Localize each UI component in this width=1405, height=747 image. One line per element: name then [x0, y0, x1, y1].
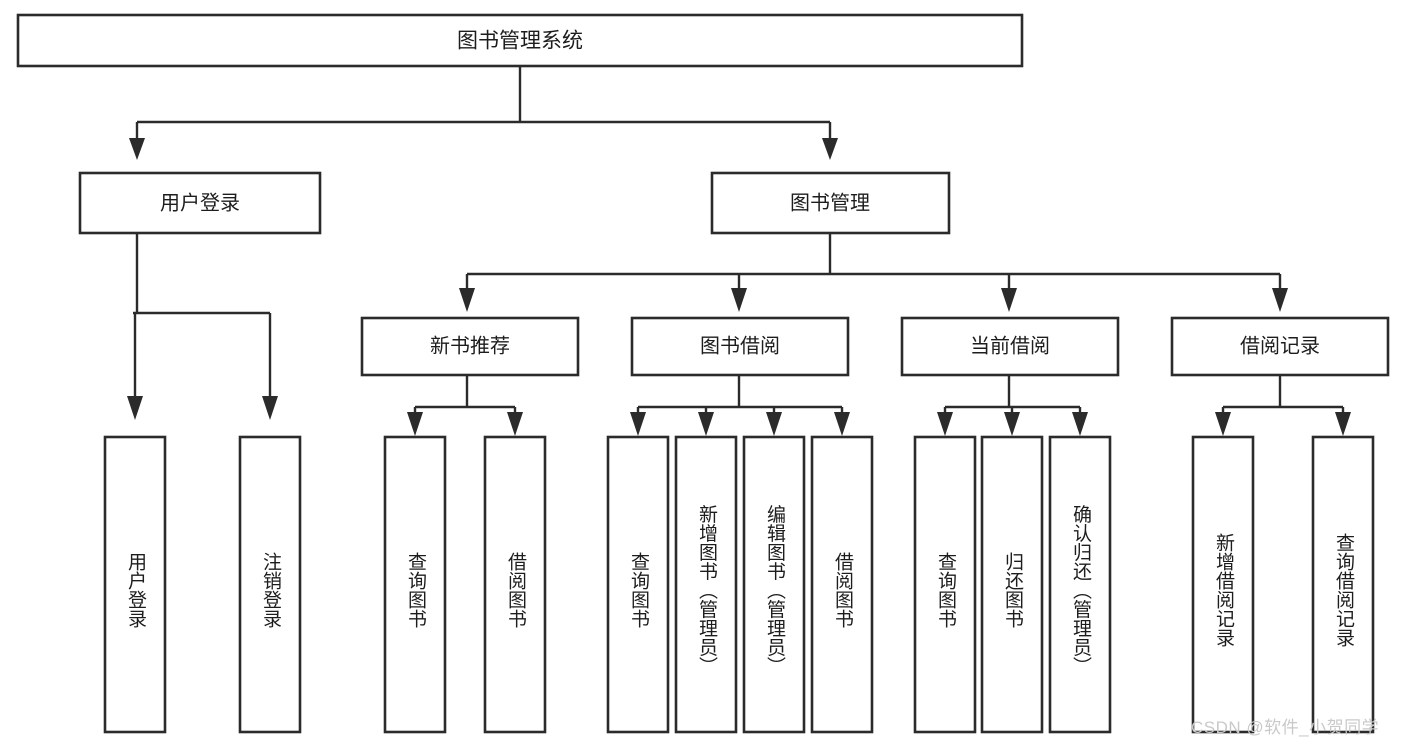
- arrowhead-borrow-record: [1272, 288, 1288, 312]
- node-current-borrow-label: 当前借阅: [970, 334, 1050, 357]
- node-borrow-record-box[interactable]: [1170, 316, 1390, 377]
- arrowhead-br-query: [1335, 412, 1351, 436]
- leaf-cb-query-book-box[interactable]: [913, 435, 977, 734]
- arrowhead-cb-query: [937, 412, 953, 436]
- leaf-nb-borrow-book-box[interactable]: [483, 435, 547, 734]
- node-book-borrow-box[interactable]: [630, 316, 850, 377]
- leaf-cb-return-book[interactable]: 归还图书: [980, 435, 1044, 734]
- arrowhead-new-book: [459, 288, 475, 312]
- leaf-nb-query-book-label: 查询图书: [405, 552, 427, 628]
- node-new-book-recommend[interactable]: 新书推荐: [360, 316, 580, 377]
- leaf-bb-query-book[interactable]: 查询图书: [606, 435, 670, 734]
- arrowhead-current-borrow: [1001, 288, 1017, 312]
- node-current-borrow[interactable]: 当前借阅: [900, 316, 1120, 377]
- node-user-login[interactable]: 用户登录: [78, 171, 322, 235]
- leaf-bb-edit-book-label: 编辑图书（管理员）: [764, 504, 786, 675]
- node-book-management-box[interactable]: [710, 171, 951, 235]
- node-root[interactable]: 图书管理系统: [16, 13, 1024, 68]
- leaf-cb-query-book-label: 查询图书: [935, 552, 957, 628]
- leaf-cb-return-book-label: 归还图书: [1002, 552, 1024, 628]
- node-borrow-record[interactable]: 借阅记录: [1170, 316, 1390, 377]
- arrowhead-br-add: [1215, 412, 1231, 436]
- arrowhead-books: [822, 138, 838, 160]
- arrowhead-book-borrow: [731, 288, 747, 312]
- node-book-borrow[interactable]: 图书借阅: [630, 316, 850, 377]
- connector-group-root: [129, 66, 838, 160]
- leaf-cb-query-book[interactable]: 查询图书: [913, 435, 977, 734]
- leaf-user-login[interactable]: 用户登录: [103, 435, 167, 734]
- leaf-bb-add-book[interactable]: 新增图书（管理员）: [674, 435, 738, 734]
- connector-group-books: [459, 233, 1288, 312]
- leaf-bb-query-book-box[interactable]: [606, 435, 670, 734]
- leaf-cb-return-book-box[interactable]: [980, 435, 1044, 734]
- leaf-bb-borrow-book-box[interactable]: [810, 435, 874, 734]
- arrowhead-logout: [262, 396, 278, 420]
- leaf-user-login-label: 用户登录: [125, 552, 147, 628]
- arrowhead-nb-borrow: [507, 412, 523, 436]
- leaf-nb-query-book[interactable]: 查询图书: [383, 435, 447, 734]
- arrowhead-cb-return: [1004, 412, 1020, 436]
- connector-group-current-borrow: [937, 375, 1088, 436]
- arrowhead-login: [129, 138, 145, 160]
- node-user-login-box[interactable]: [78, 171, 322, 235]
- leaf-bb-edit-book-box[interactable]: [742, 435, 806, 734]
- arrowhead-user-login: [127, 396, 143, 420]
- node-user-login-label: 用户登录: [160, 191, 240, 214]
- node-borrow-record-label: 借阅记录: [1240, 334, 1320, 357]
- leaf-br-query-record-label: 查询借阅记录: [1333, 533, 1355, 647]
- leaf-bb-add-book-box[interactable]: [674, 435, 738, 734]
- arrowhead-bb-query: [630, 412, 646, 436]
- leaf-cb-confirm-return-box[interactable]: [1048, 435, 1112, 734]
- node-root-label: 图书管理系统: [457, 30, 583, 53]
- node-new-book-recommend-box[interactable]: [360, 316, 580, 377]
- leaf-bb-query-book-label: 查询图书: [628, 552, 650, 628]
- node-new-book-recommend-label: 新书推荐: [430, 334, 510, 357]
- connector-group-new-book: [407, 375, 523, 436]
- leaf-logout-box[interactable]: [238, 435, 302, 734]
- arrowhead-bb-add: [698, 412, 714, 436]
- arrowhead-bb-borrow: [834, 412, 850, 436]
- leaf-br-add-record[interactable]: 新增借阅记录: [1191, 435, 1255, 734]
- leaf-bb-borrow-book[interactable]: 借阅图书: [810, 435, 874, 734]
- leaf-logout[interactable]: 注销登录: [238, 435, 302, 734]
- leaf-nb-borrow-book[interactable]: 借阅图书: [483, 435, 547, 734]
- leaf-bb-edit-book[interactable]: 编辑图书（管理员）: [742, 435, 806, 734]
- node-book-borrow-label: 图书借阅: [700, 334, 780, 357]
- connector-group-login: [127, 233, 278, 420]
- leaf-br-add-record-label: 新增借阅记录: [1213, 533, 1235, 647]
- node-current-borrow-box[interactable]: [900, 316, 1120, 377]
- node-book-management-label: 图书管理: [790, 191, 870, 214]
- leaf-user-login-box[interactable]: [103, 435, 167, 734]
- arrowhead-nb-query: [407, 412, 423, 436]
- leaf-cb-confirm-return-label: 确认归还（管理员）: [1070, 504, 1092, 675]
- leaf-bb-add-book-label: 新增图书（管理员）: [696, 504, 718, 675]
- leaf-br-query-record-box[interactable]: [1311, 435, 1375, 734]
- leaf-br-query-record[interactable]: 查询借阅记录: [1311, 435, 1375, 734]
- leaf-br-add-record-box[interactable]: [1191, 435, 1255, 734]
- node-root-box[interactable]: [16, 13, 1024, 68]
- connector-group-book-borrow: [630, 375, 850, 436]
- leaf-nb-query-book-box[interactable]: [383, 435, 447, 734]
- connector-group-borrow-record: [1215, 375, 1351, 436]
- node-book-management[interactable]: 图书管理: [710, 171, 951, 235]
- leaf-nb-borrow-book-label: 借阅图书: [505, 552, 527, 628]
- arrowhead-cb-confirm: [1072, 412, 1088, 436]
- leaf-bb-borrow-book-label: 借阅图书: [832, 552, 854, 628]
- arrowhead-bb-edit: [766, 412, 782, 436]
- leaf-logout-label: 注销登录: [260, 552, 282, 628]
- leaf-cb-confirm-return[interactable]: 确认归还（管理员）: [1048, 435, 1112, 734]
